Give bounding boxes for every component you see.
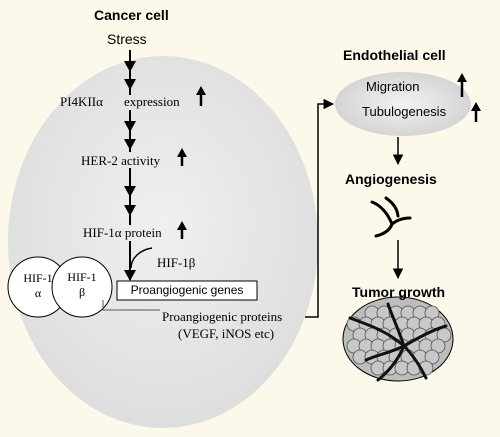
arrow-hif1b-join <box>130 247 153 269</box>
tumor-growth-label: Tumor growth <box>352 284 446 300</box>
up-arrow-icon <box>177 148 187 166</box>
pi4k-label: PI4KIIα <box>60 94 103 109</box>
arrow-expression-to-her2 <box>124 110 136 152</box>
up-arrow-icon <box>471 102 481 122</box>
proteins-label-line2: (VEGF, iNOS etc) <box>178 326 275 341</box>
sprouting-vessels-icon <box>370 196 412 238</box>
tumor-vessel <box>364 344 406 362</box>
her2-activity-label: HER-2 activity <box>81 153 161 168</box>
proangiogenic-genes-box <box>116 280 258 301</box>
arrow-hif1a-to-genes <box>124 241 136 281</box>
tumor-vessel <box>402 324 448 348</box>
hif1-beta-circle-line1: HIF-1 <box>67 270 97 284</box>
cancer-cell-body <box>8 56 318 428</box>
tubulogenesis-label: Tubulogenesis <box>362 104 447 119</box>
arrow-proteins-to-endothelial <box>305 98 335 318</box>
hif1-alpha-circle-line1: HIF-1 <box>23 271 53 285</box>
hif1b-label: HIF-1β <box>157 255 196 270</box>
arrow-stress-to-expression <box>124 50 136 95</box>
stress-label: Stress <box>107 31 147 47</box>
tumor-cluster-icon <box>342 296 454 382</box>
tumor-vessel <box>376 344 406 382</box>
up-arrow-icon <box>457 73 467 97</box>
cancer-cell-title: Cancer cell <box>94 7 169 23</box>
up-arrow-icon <box>196 86 206 106</box>
angiogenesis-label: Angiogenesis <box>345 171 437 187</box>
arrow-her2-to-hif1a <box>124 168 136 225</box>
expression-label: expression <box>124 94 180 109</box>
proteins-label-line1: Proangiogenic proteins <box>162 309 283 324</box>
migration-label: Migration <box>366 79 420 94</box>
connector-genes-to-proteins <box>102 300 160 311</box>
endothelial-cell-body <box>335 72 471 136</box>
endothelial-cell-title: Endothelial cell <box>343 47 446 63</box>
hif1a-protein-label: HIF-1α protein <box>83 225 162 240</box>
hif1-alpha-circle-line2: α <box>34 286 42 300</box>
proangiogenic-genes-label: Proangiogenic genes <box>130 283 244 297</box>
tumor-vessel <box>386 302 406 348</box>
hif1-beta-circle <box>51 256 113 318</box>
up-arrow-icon <box>177 221 187 239</box>
hif1-beta-circle-line2: β <box>78 285 86 299</box>
